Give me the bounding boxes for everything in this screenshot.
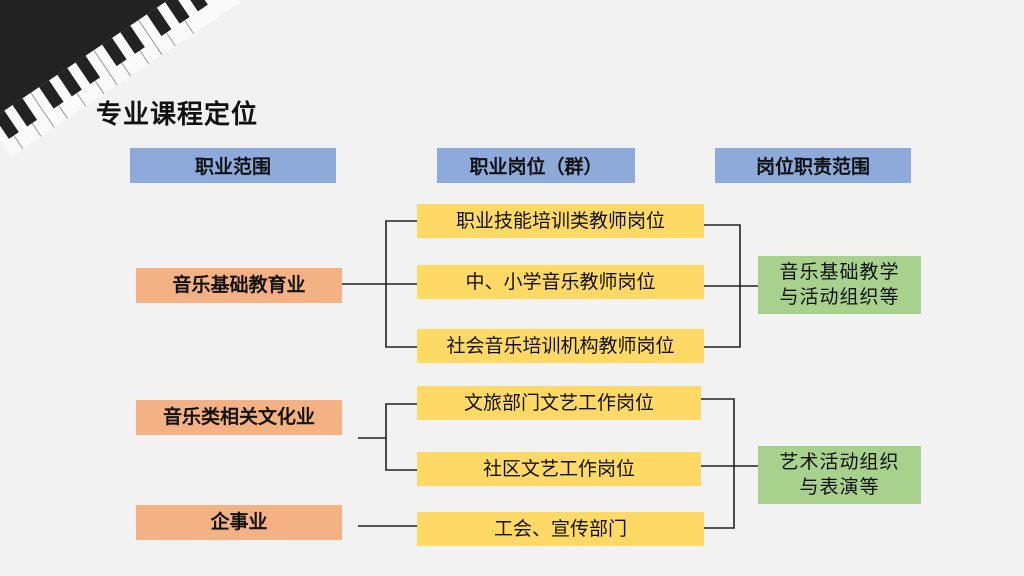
header-scope: 职业范围 <box>130 148 336 183</box>
post-box-training-teacher: 社会音乐培训机构教师岗位 <box>417 329 704 363</box>
scope-box-music-basic-education: 音乐基础教育业 <box>136 268 342 303</box>
duty-box-teaching: 音乐基础教学 与活动组织等 <box>758 256 921 314</box>
page-title: 专业课程定位 <box>96 100 259 130</box>
post-box-vocational-teacher: 职业技能培训类教师岗位 <box>417 204 704 238</box>
duty-box-teaching-line1: 音乐基础教学 <box>779 261 900 284</box>
header-posts: 职业岗位（群） <box>437 148 635 183</box>
post-box-community-arts: 社区文艺工作岗位 <box>417 452 701 486</box>
header-duties: 岗位职责范围 <box>715 148 911 183</box>
piano-keys-decoration <box>0 0 240 157</box>
duty-box-performance-line2: 与表演等 <box>799 476 880 498</box>
post-box-culture-tourism: 文旅部门文艺工作岗位 <box>417 386 701 420</box>
duty-box-performance-line1: 艺术活动组织 <box>779 451 900 474</box>
scope-box-music-culture: 音乐类相关文化业 <box>136 400 342 435</box>
duty-box-teaching-line2: 与活动组织等 <box>779 286 900 308</box>
post-box-union-publicity: 工会、宣传部门 <box>417 512 704 546</box>
post-box-school-music-teacher: 中、小学音乐教师岗位 <box>417 265 704 299</box>
duty-box-performance: 艺术活动组织 与表演等 <box>758 446 921 504</box>
scope-box-enterprise: 企事业 <box>136 505 342 540</box>
